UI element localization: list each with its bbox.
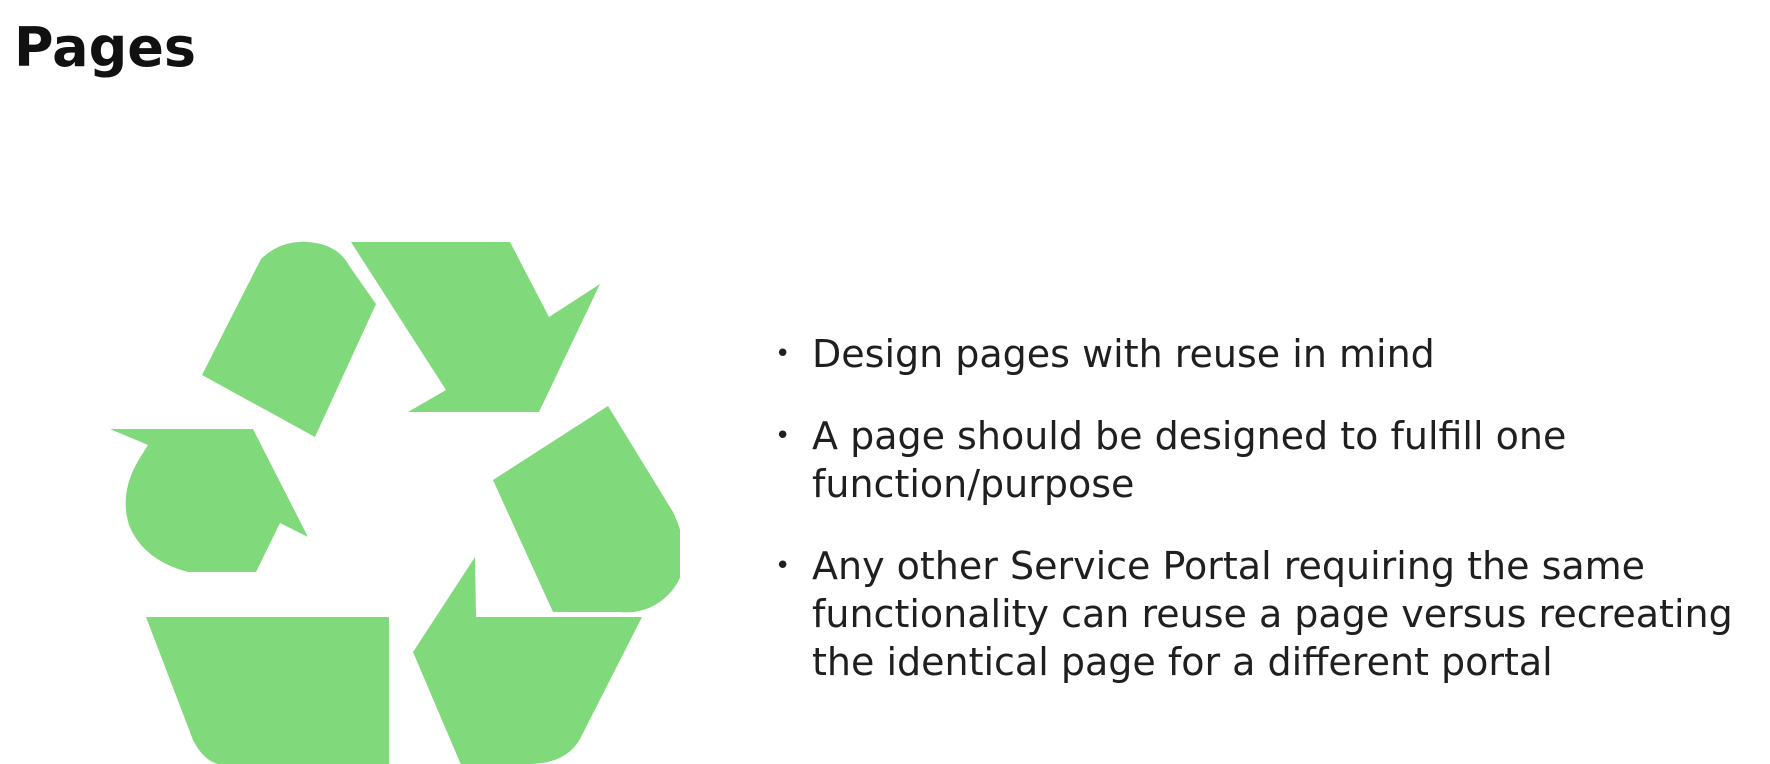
bullet-text: Any other Service Portal requiring the s…: [812, 544, 1733, 684]
recycle-arrow-right-panel: [493, 406, 680, 613]
bullet-marker: •: [775, 339, 791, 369]
bullet-list: • Design pages with reuse in mind • A pa…: [770, 330, 1760, 720]
bullet-item: • Design pages with reuse in mind: [770, 330, 1760, 378]
page-title: Pages: [14, 16, 196, 79]
bullet-item: • A page should be designed to fulfill o…: [770, 412, 1760, 508]
bullet-text: Design pages with reuse in mind: [812, 332, 1435, 376]
bullet-item: • Any other Service Portal requiring the…: [770, 542, 1760, 686]
recycle-arrow-left: [110, 429, 308, 572]
recycle-icon: [110, 241, 680, 764]
bullet-marker: •: [775, 421, 791, 451]
recycle-arrow-top-right: [351, 242, 600, 412]
bullet-marker: •: [775, 551, 791, 581]
recycle-arrow-bottom-left-panel: [146, 617, 389, 764]
recycle-arrow-top-left-panel: [202, 241, 376, 437]
bullet-text: A page should be designed to fulfill one…: [812, 414, 1567, 506]
recycle-arrow-bottom-right: [413, 557, 642, 764]
